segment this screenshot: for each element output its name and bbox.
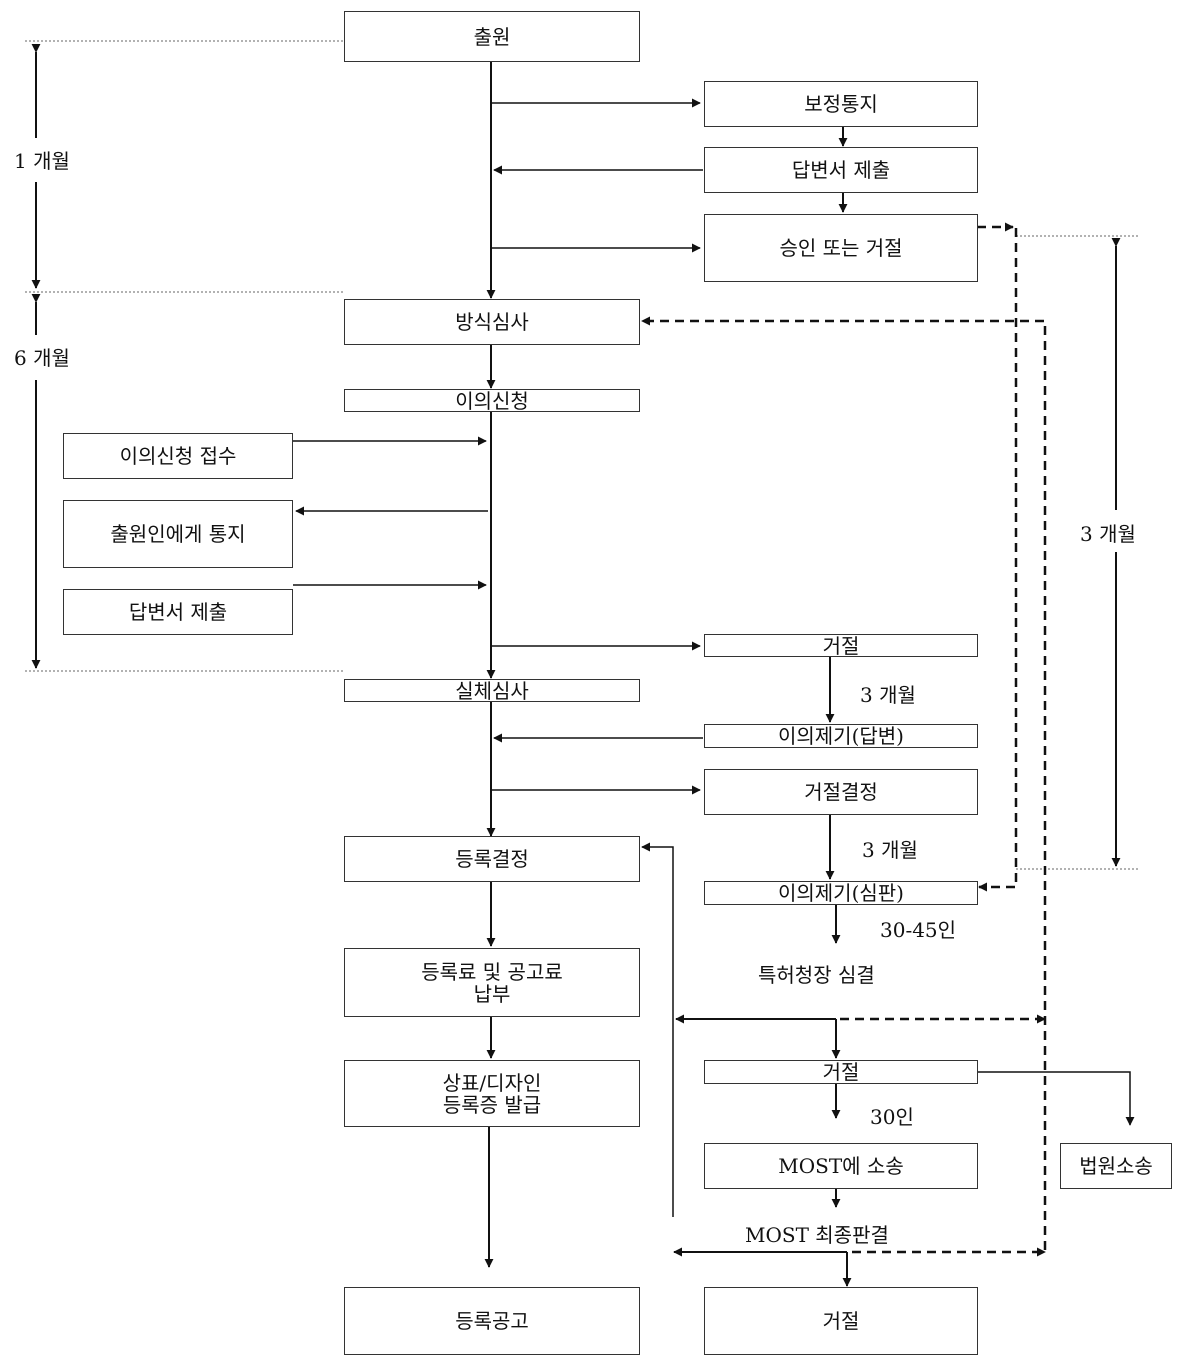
node-rejection-1: 거절 [704,634,978,657]
node-formality-exam: 방식심사 [344,299,640,345]
node-approve-or-reject: 승인 또는 거절 [704,214,978,282]
node-rejection-final: 거절 [704,1287,978,1355]
timeline-guides [25,40,1140,870]
label-days-30-45: 30-45인 [880,918,957,942]
node-fee-payment: 등록료 및 공고료 납부 [344,948,640,1017]
court-branch [977,1071,1135,1126]
node-opposition-receipt: 이의신청 접수 [63,433,293,479]
node-notify-applicant: 출원인에게 통지 [63,500,293,568]
node-rejection-2: 거절 [704,1060,978,1084]
dashed-paths [641,222,1047,1257]
node-answer-submit-2: 답변서 제출 [63,589,293,635]
node-court-lawsuit: 법원소송 [1060,1143,1172,1189]
node-rejection-decision: 거절결정 [704,769,978,815]
right-flow [825,127,852,1287]
node-objection-answer: 이의제기(답변) [704,724,978,748]
node-objection-trial: 이의제기(심판) [704,881,978,905]
label-most-final: MOST 최종판결 [745,1223,889,1247]
label-three-months-b: 3 개월 [862,838,918,862]
node-registration-notice: 등록공고 [344,1287,640,1355]
node-application: 출원 [344,11,640,62]
node-registration-decision: 등록결정 [344,836,640,882]
node-answer-submit-1: 답변서 제출 [704,147,978,193]
decision-branches [673,1014,847,1257]
label-days-30: 30인 [870,1105,914,1129]
node-certificate-issue: 상표/디자인 등록증 발급 [344,1060,640,1127]
main-flow [484,62,496,1268]
label-one-month: 1 개월 [12,145,72,174]
node-lawsuit-most: MOST에 소송 [704,1143,978,1189]
label-three-months-a: 3 개월 [860,683,916,707]
label-six-months: 6 개월 [12,342,72,371]
node-opposition: 이의신청 [344,389,640,412]
node-correction-notice: 보정통지 [704,81,978,127]
branch-arrows [293,98,703,795]
label-commissioner-decision: 특허청장 심결 [758,963,875,987]
node-substantive-exam: 실체심사 [344,679,640,702]
label-three-months-right: 3 개월 [1078,518,1138,547]
return-to-registration [641,842,674,1217]
